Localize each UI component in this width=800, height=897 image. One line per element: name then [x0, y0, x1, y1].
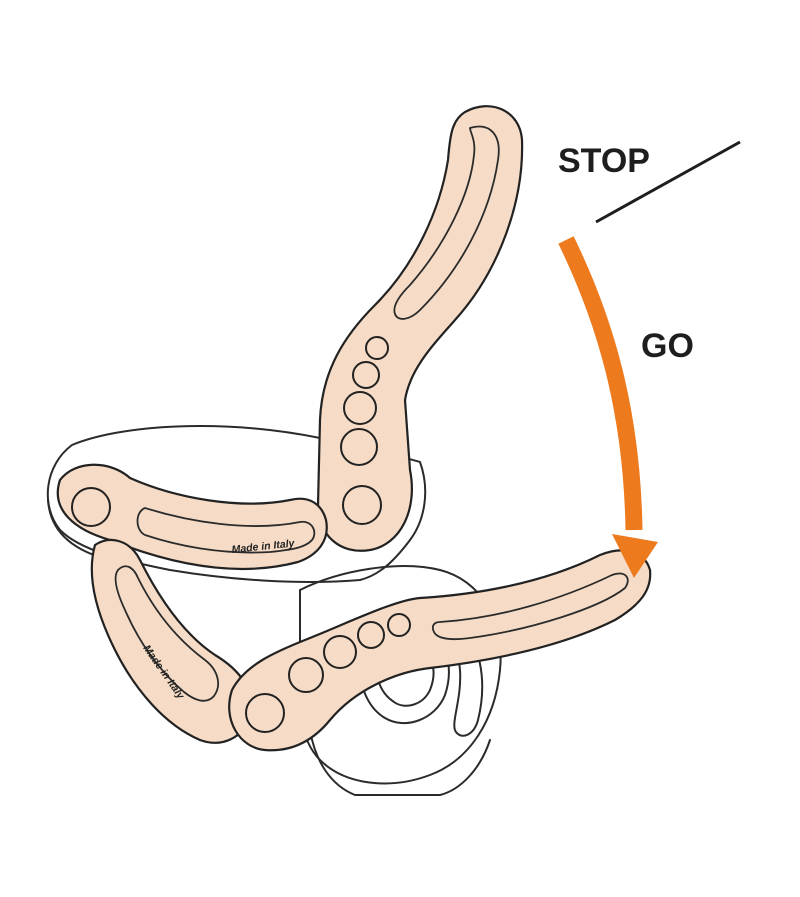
lower-hole-3	[323, 635, 357, 669]
go-arrow-shaft	[558, 236, 643, 531]
upper-hole-3	[343, 391, 377, 425]
go-indicator: GO	[558, 236, 694, 578]
upper-hole-5	[342, 485, 382, 525]
cam-base	[309, 729, 491, 796]
go-label: GO	[641, 327, 694, 365]
upper-lever	[316, 105, 524, 552]
lower-hole-2	[357, 621, 385, 649]
left-link-slot	[136, 507, 316, 554]
upper-hole-1	[365, 336, 389, 360]
upper-lever-shape	[316, 105, 524, 552]
stop-line	[595, 140, 741, 224]
lower-link-slot	[114, 565, 219, 702]
left-pivot-hole	[71, 487, 111, 527]
side-plate-outline	[46, 425, 427, 583]
go-arrow-head	[612, 534, 658, 578]
cam-body-outline	[297, 565, 502, 785]
lower-lever-shape	[228, 549, 652, 752]
lower-pivot-hole	[245, 693, 285, 733]
lower-lever	[228, 549, 652, 752]
stop-indicator: STOP	[558, 140, 741, 224]
stop-label: STOP	[558, 142, 650, 180]
upper-hole-2	[352, 361, 380, 389]
upper-hole-4	[340, 428, 378, 466]
lower-hole-1	[387, 613, 411, 637]
upper-lever-slot	[393, 125, 500, 320]
lower-lever-slot	[431, 572, 629, 640]
lower-hole-4	[288, 657, 324, 693]
